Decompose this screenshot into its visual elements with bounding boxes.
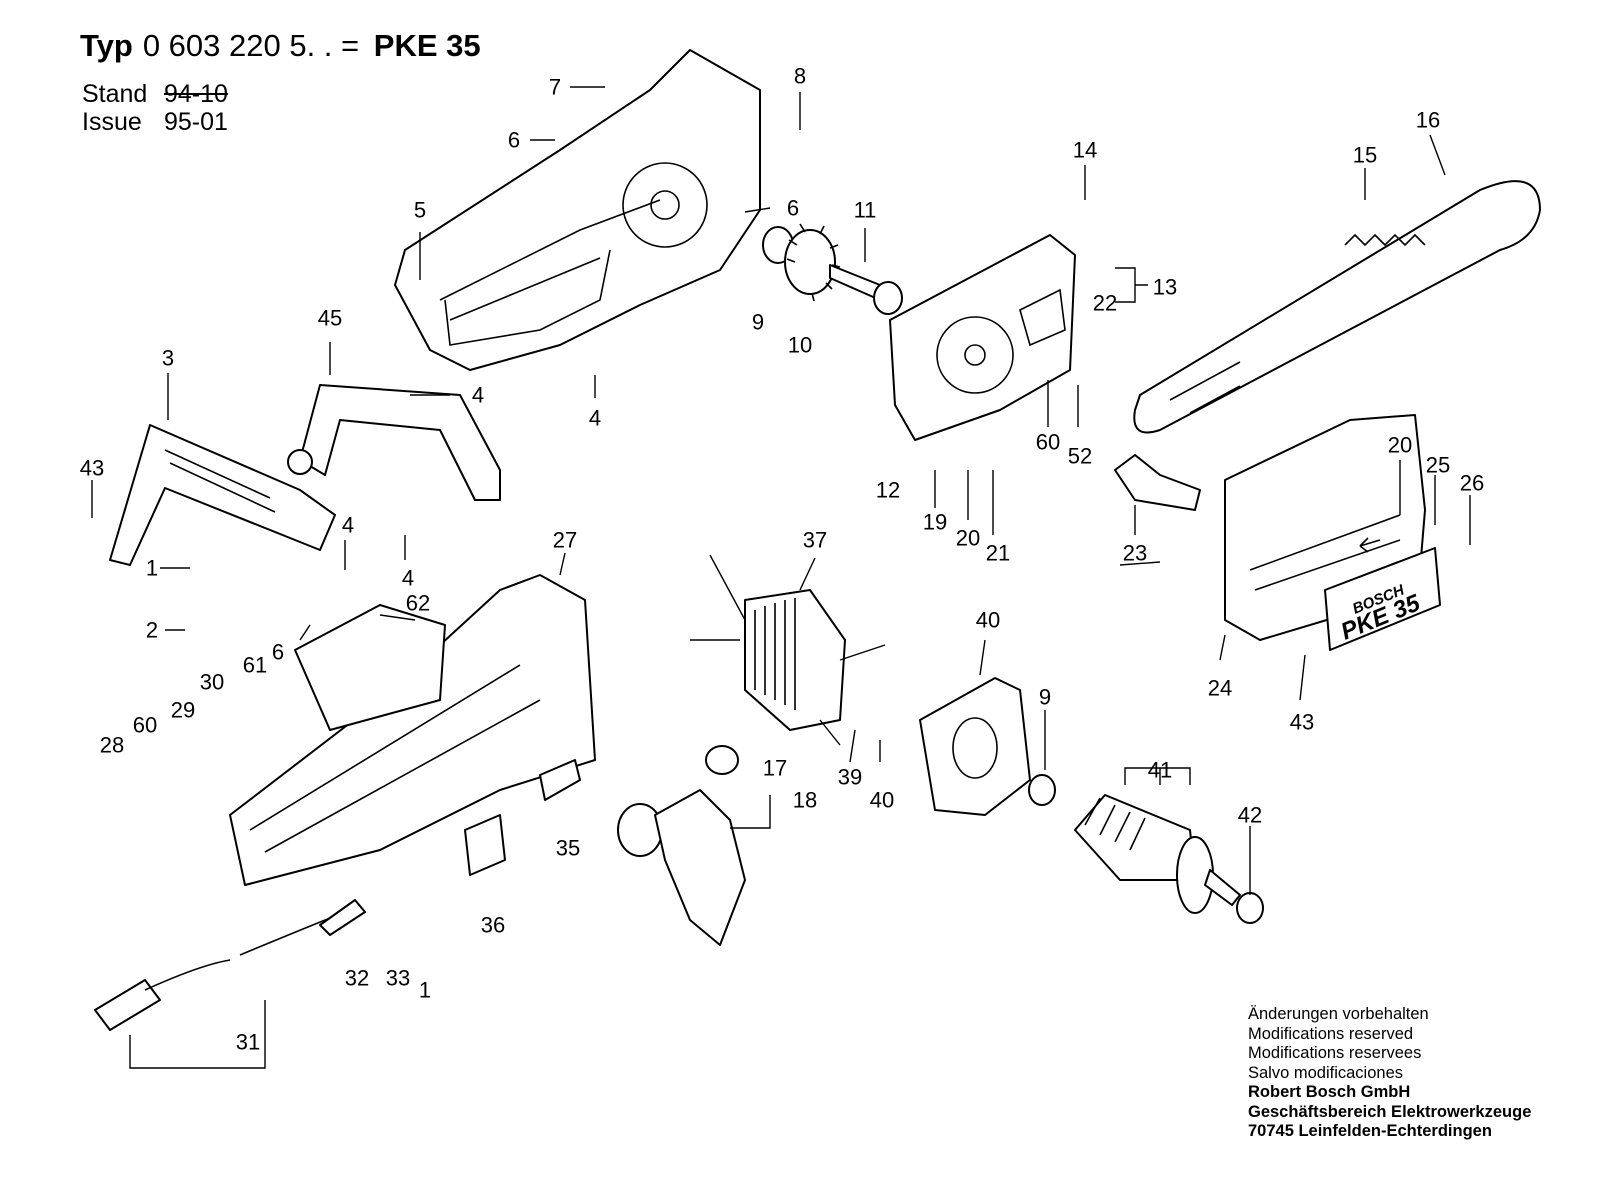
stand-value-struck: 94-10 bbox=[164, 80, 228, 108]
callout-48: 52 bbox=[1068, 444, 1092, 469]
oil-pump-18 bbox=[617, 745, 746, 946]
callout-4-side: 4 bbox=[342, 513, 354, 538]
callout-14: 14 bbox=[1073, 138, 1097, 163]
callout-35: 35 bbox=[556, 836, 580, 861]
callout-1-top: 1 bbox=[146, 556, 158, 581]
callout-17: 17 bbox=[763, 756, 787, 781]
callout-28: 28 bbox=[100, 733, 124, 758]
issue-row: Issue 95-01 bbox=[82, 108, 228, 137]
footer-address: 70745 Leinfelden-Echterdingen bbox=[1248, 1122, 1492, 1140]
footer-company: Robert Bosch GmbH bbox=[1248, 1083, 1411, 1101]
callout-4-lower: 4 bbox=[402, 566, 414, 591]
callout-37: 37 bbox=[803, 528, 827, 553]
callout-24: 24 bbox=[1208, 676, 1232, 701]
callout-45: 45 bbox=[318, 306, 342, 331]
chain-tensioner-knob bbox=[1114, 454, 1201, 511]
footer-line-de: Änderungen vorbehalten bbox=[1248, 1005, 1429, 1023]
callout-15: 15 bbox=[1353, 143, 1377, 168]
footer-notice: Änderungen vorbehalten Modifications res… bbox=[1248, 1005, 1531, 1142]
callout-62: 62 bbox=[406, 591, 430, 616]
callout-30: 30 bbox=[200, 670, 224, 695]
stator-37 bbox=[690, 554, 886, 746]
callout-61: 43 bbox=[1290, 710, 1314, 735]
callout-29: 29 bbox=[171, 698, 195, 723]
type-title: Typ 0 603 220 5. . = PKE 35 bbox=[80, 28, 481, 64]
issue-value: 95-01 bbox=[164, 108, 228, 136]
chain-side-plate bbox=[889, 234, 1076, 441]
stand-row: Stand 94-10 bbox=[82, 80, 228, 109]
motor-housing-27 bbox=[229, 574, 596, 886]
callout-52: 60 bbox=[133, 713, 157, 738]
callout-6-middle: 6 bbox=[787, 196, 799, 221]
handle-45 bbox=[287, 384, 501, 501]
switch-and-capacitor bbox=[464, 759, 581, 876]
callout-19: 19 bbox=[923, 510, 947, 535]
callout-49: 60 bbox=[1036, 430, 1060, 455]
armature-41 bbox=[1028, 774, 1264, 924]
callout-32: 32 bbox=[345, 966, 369, 991]
callout-20-center: 20 bbox=[956, 526, 980, 551]
typ-label: Typ bbox=[80, 28, 133, 63]
callout-27: 27 bbox=[553, 528, 577, 553]
cable-and-plug bbox=[94, 899, 366, 1031]
callout-3: 3 bbox=[162, 346, 174, 371]
callout-33: 33 bbox=[386, 966, 410, 991]
housing-half-top-part bbox=[394, 49, 761, 371]
bracket-41 bbox=[1124, 767, 1191, 785]
callout-21: 21 bbox=[986, 541, 1010, 566]
callout-9-top: 9 bbox=[752, 310, 764, 335]
callout-36: 36 bbox=[481, 913, 505, 938]
callout-23: 23 bbox=[1123, 541, 1147, 566]
callout-40: 40 bbox=[976, 608, 1000, 633]
model-name: PKE 35 bbox=[373, 28, 481, 63]
gear-assembly bbox=[762, 223, 903, 315]
callout-20-right: 20 bbox=[1388, 433, 1412, 458]
footer-line-fr: Modifications reservees bbox=[1248, 1044, 1422, 1062]
footer-line-es: Salvo modificaciones bbox=[1248, 1063, 1403, 1082]
callout-13: 13 bbox=[1153, 275, 1177, 300]
callout-43: 43 bbox=[80, 456, 104, 481]
callout-60: 61 bbox=[243, 653, 267, 678]
callout-6-lower: 6 bbox=[272, 640, 284, 665]
type-number: 0 603 220 5. . = bbox=[142, 28, 360, 63]
callout-11: 11 bbox=[854, 198, 877, 223]
callout-12: 12 bbox=[876, 478, 900, 503]
callout-22: 22 bbox=[1093, 291, 1117, 316]
callout-41: 41 bbox=[1148, 758, 1172, 783]
footer-line-en: Modifications reserved bbox=[1248, 1024, 1414, 1043]
callout-10: 10 bbox=[788, 333, 812, 358]
handle-3 bbox=[109, 424, 336, 566]
bracket-31 bbox=[129, 1000, 266, 1069]
stand-label: Stand bbox=[82, 80, 148, 108]
callout-1-bottom: 1 bbox=[419, 978, 431, 1003]
callout-42: 42 bbox=[1238, 803, 1262, 828]
callout-4-handle: 4 bbox=[472, 383, 484, 408]
bracket-13 bbox=[1115, 267, 1148, 303]
callout-5: 5 bbox=[414, 198, 426, 223]
callout-18: 18 bbox=[793, 788, 817, 813]
callout-26: 26 bbox=[1460, 471, 1484, 496]
callout-25: 25 bbox=[1426, 453, 1450, 478]
callout-7: 7 bbox=[549, 75, 561, 100]
callout-16: 16 bbox=[1416, 108, 1440, 133]
issue-label: Issue bbox=[82, 108, 142, 136]
guide-bar-and-chain bbox=[1133, 180, 1541, 434]
bracket-18 bbox=[730, 795, 771, 829]
callout-9-lower: 9 bbox=[1039, 685, 1051, 710]
callout-31: 31 bbox=[236, 1030, 260, 1055]
baffle-40 bbox=[919, 677, 1031, 816]
callout-8: 8 bbox=[794, 64, 806, 89]
leader-lines bbox=[91, 86, 1471, 895]
callout-6-top: 6 bbox=[508, 128, 520, 153]
callout-39: 40 bbox=[870, 788, 894, 813]
footer-division: Geschäftsbereich Elektrowerkzeuge bbox=[1248, 1102, 1532, 1121]
callout-4-housing: 4 bbox=[589, 406, 601, 431]
callout-38: 39 bbox=[838, 765, 862, 790]
callout-2: 2 bbox=[146, 618, 158, 643]
